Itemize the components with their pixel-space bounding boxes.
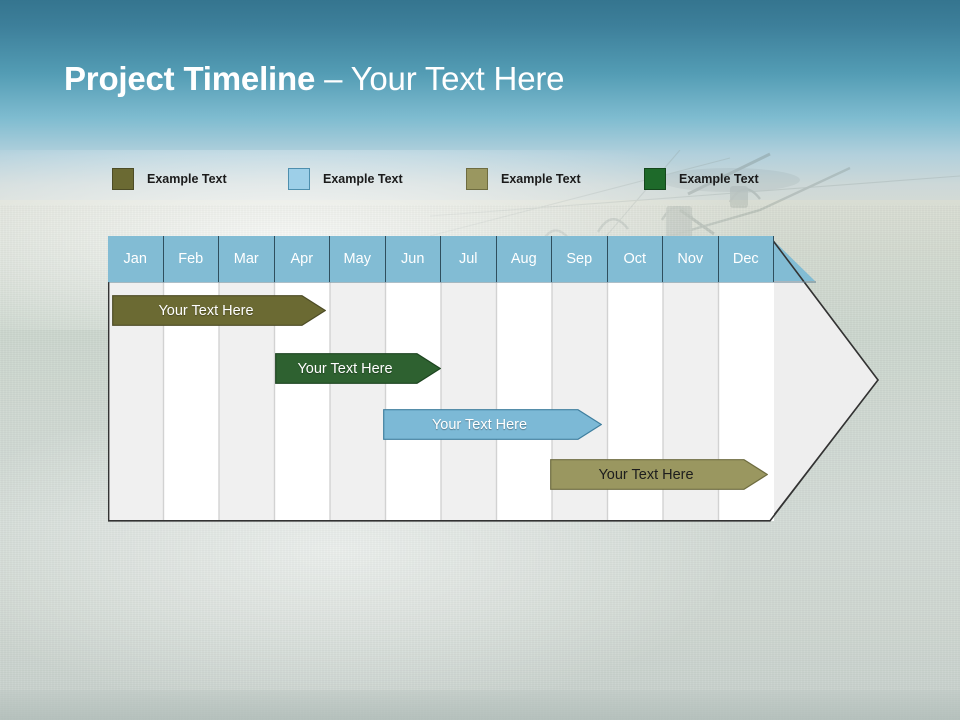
task-bar-label: Your Text Here <box>297 360 393 377</box>
legend-item-3[interactable]: Example Text <box>466 168 581 190</box>
month-header-label: Jun <box>401 251 425 267</box>
legend-item-1[interactable]: Example Text <box>112 168 227 190</box>
month-header-dec[interactable]: Dec <box>718 236 774 282</box>
timeline-chart: Jan Feb Mar Apr May Jun Jul Aug Sep Oct Nov Dec You… <box>108 236 880 522</box>
task-bar-label: Your Text Here <box>158 302 254 319</box>
task-bar-2[interactable]: Your Text Here <box>275 353 441 384</box>
task-bar-1[interactable]: Your Text Here <box>112 295 326 326</box>
month-header-nov[interactable]: Nov <box>663 236 719 282</box>
month-header-label: May <box>343 251 371 267</box>
month-header-label: Mar <box>233 251 259 267</box>
month-header-label: Aug <box>510 251 537 267</box>
task-bar-label: Your Text Here <box>598 466 694 483</box>
month-header-label: Dec <box>732 251 759 267</box>
task-bar-3[interactable]: Your Text Here <box>383 409 602 440</box>
legend-label-1: Example Text <box>147 172 227 186</box>
month-header-label: Jul <box>458 251 478 267</box>
page-title-rest: – Your Text Here <box>315 60 565 97</box>
bottom-shadow-band <box>0 690 960 720</box>
page-title-bold: Project Timeline <box>64 60 316 97</box>
month-header-feb[interactable]: Feb <box>163 236 219 282</box>
month-header-oct[interactable]: Oct <box>607 236 663 282</box>
grid-column-may <box>330 282 386 521</box>
task-bar-label: Your Text Here <box>431 416 528 433</box>
month-header-mar[interactable]: Mar <box>219 236 275 282</box>
month-header-label: Feb <box>178 251 204 267</box>
page-title: Project Timeline – Your Text Here <box>64 60 564 98</box>
grid-column-aug <box>496 282 552 521</box>
task-bar-shape <box>275 353 441 384</box>
month-header-label: Sep <box>566 251 593 267</box>
task-bar-shape <box>550 459 768 490</box>
legend-label-3: Example Text <box>501 172 581 186</box>
task-bar-shape <box>112 295 326 326</box>
task-bar-4[interactable]: Your Text Here <box>550 459 768 490</box>
month-header-label: Apr <box>290 251 314 267</box>
month-header-jan[interactable]: Jan <box>108 236 164 282</box>
legend-swatch-4 <box>644 168 666 190</box>
legend-item-2[interactable]: Example Text <box>288 168 403 190</box>
month-header-aug[interactable]: Aug <box>496 236 552 282</box>
arrow-tip-header-slice <box>770 237 815 281</box>
month-header-label: Jan <box>123 251 147 267</box>
month-header-label: Nov <box>677 251 704 267</box>
month-header-jul[interactable]: Jul <box>441 236 497 282</box>
month-header-may[interactable]: May <box>330 236 386 282</box>
legend-swatch-3 <box>466 168 488 190</box>
grid-column-jul <box>441 282 497 521</box>
legend-item-4[interactable]: Example Text <box>644 168 759 190</box>
legend-swatch-2 <box>288 168 310 190</box>
legend-label-2: Example Text <box>323 172 403 186</box>
month-header-label: Oct <box>623 251 647 267</box>
legend-label-4: Example Text <box>679 172 759 186</box>
task-bar-shape <box>383 409 602 440</box>
grid-column-jun <box>385 282 441 521</box>
month-header-sep[interactable]: Sep <box>552 236 608 282</box>
legend-swatch-1 <box>112 168 134 190</box>
month-header-jun[interactable]: Jun <box>385 236 441 282</box>
month-header-apr[interactable]: Apr <box>274 236 330 282</box>
